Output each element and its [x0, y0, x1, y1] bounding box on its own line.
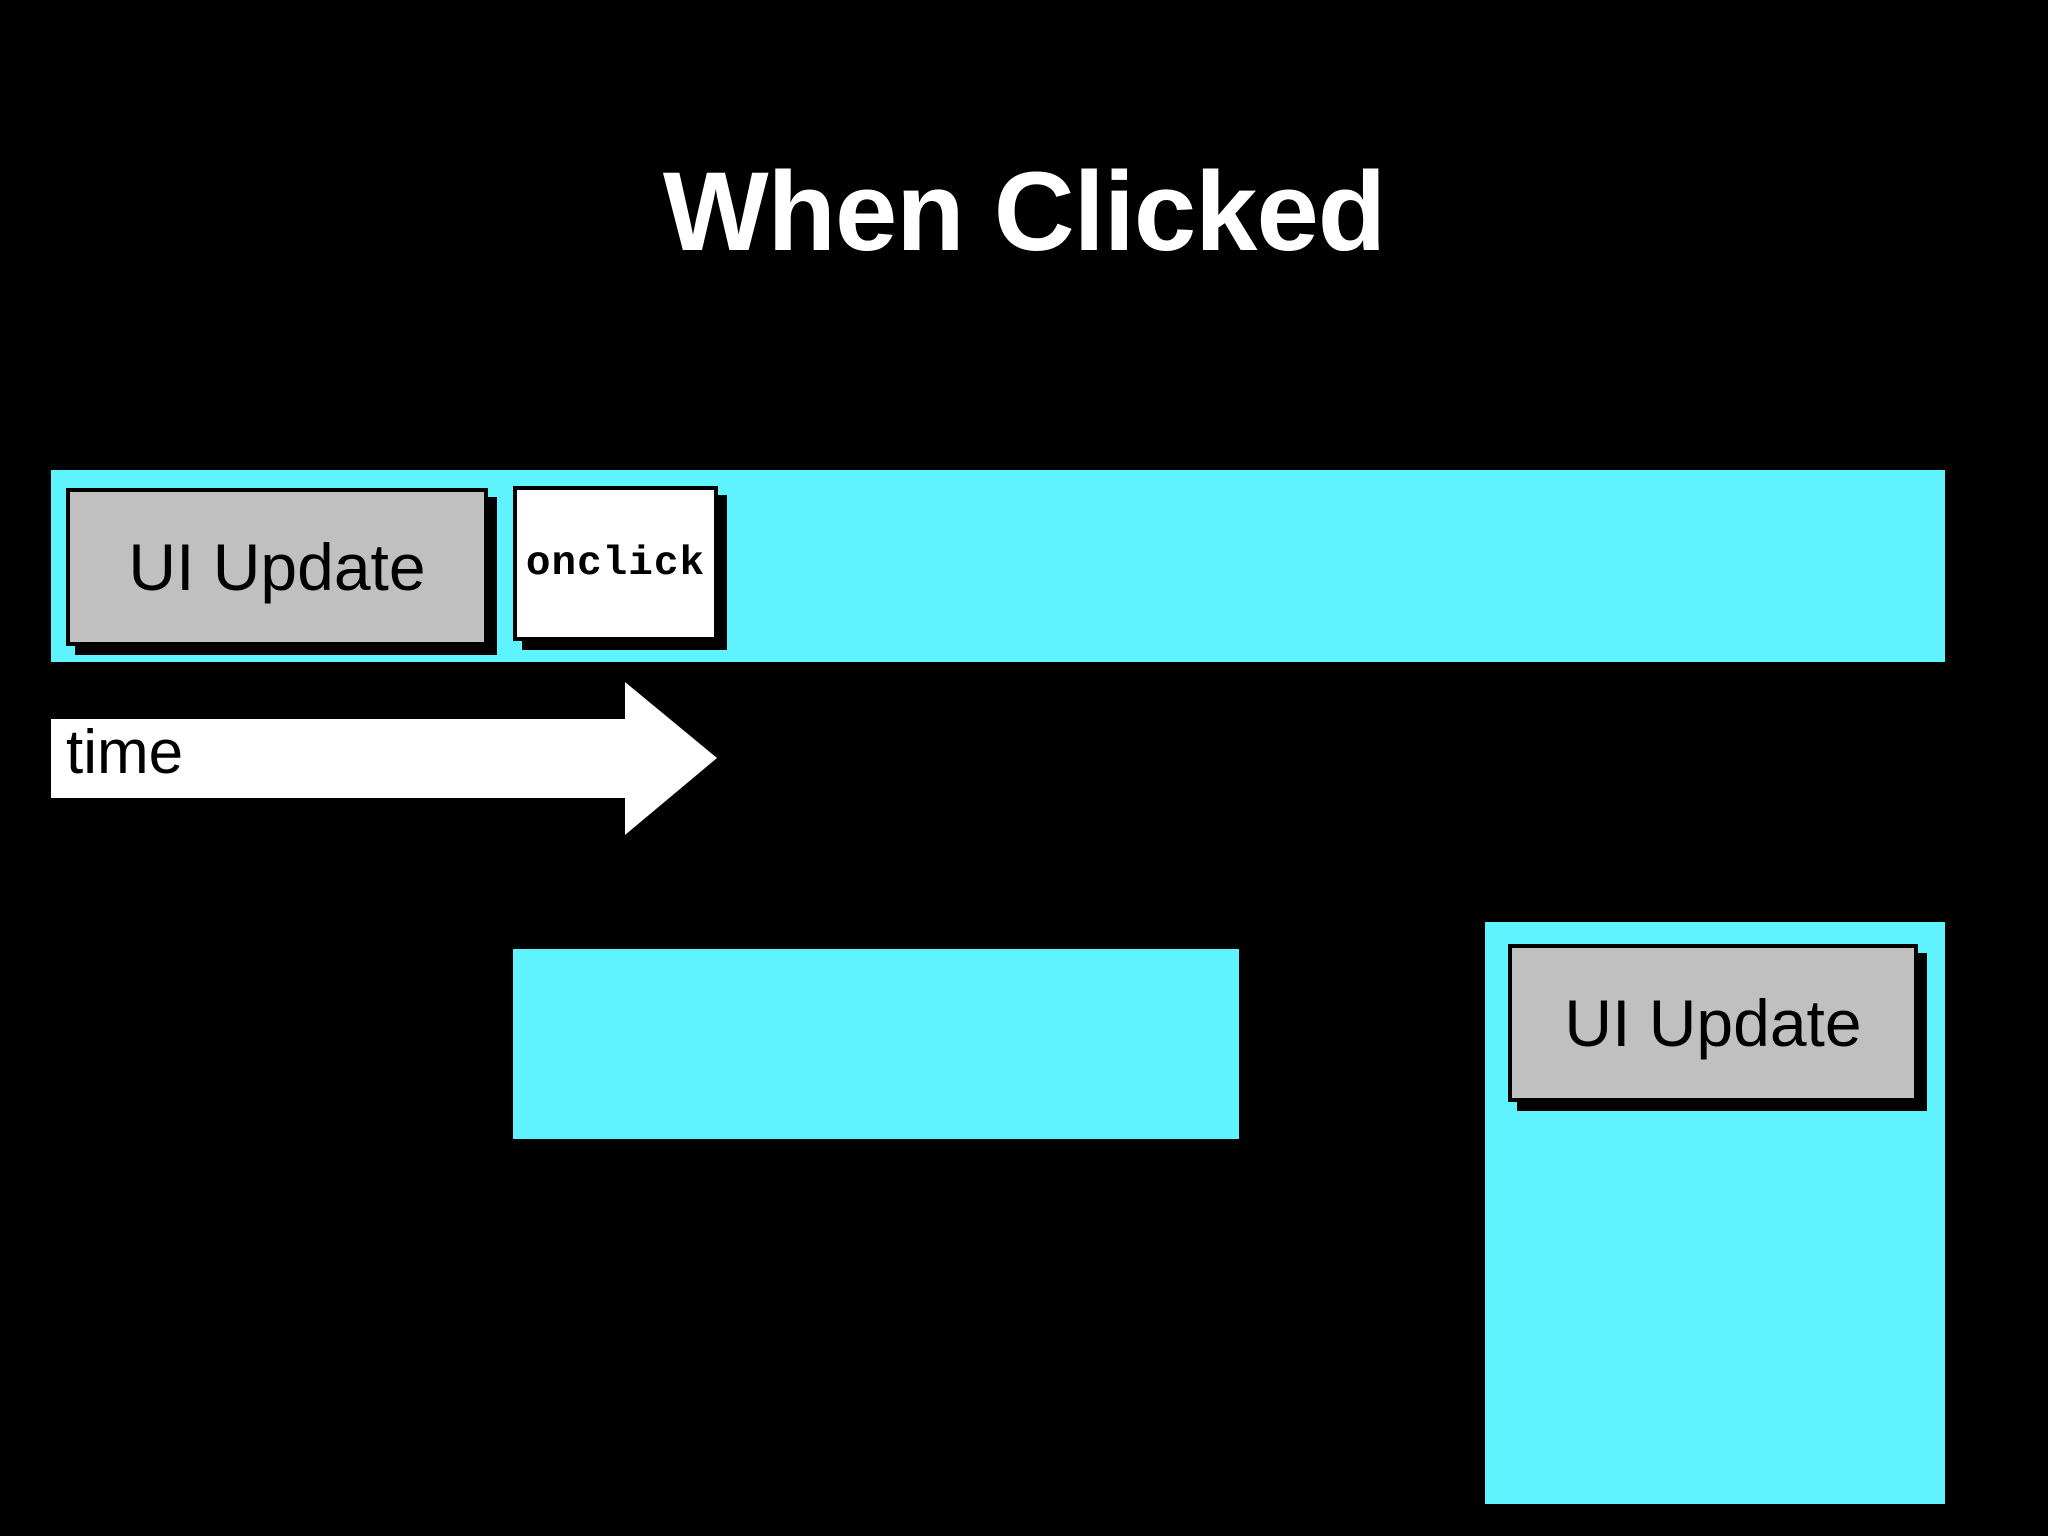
time-axis-label: time [66, 718, 184, 787]
page-title: When Clicked [662, 149, 1386, 274]
onclick-handler-block[interactable]: onclick [513, 486, 718, 641]
ui-update-label: UI Update [128, 530, 426, 604]
timeline-bar: UI Update onclick [51, 470, 1945, 662]
task-block-middle [513, 949, 1239, 1139]
onclick-label: onclick [525, 540, 706, 587]
arrow-right-icon [51, 682, 717, 835]
ui-update-block-top[interactable]: UI Update [66, 488, 488, 646]
task-panel-right: UI Update [1485, 922, 1945, 1504]
ui-update-block-right[interactable]: UI Update [1508, 944, 1918, 1102]
ui-update-label: UI Update [1564, 986, 1862, 1060]
time-axis-arrow [51, 680, 721, 840]
